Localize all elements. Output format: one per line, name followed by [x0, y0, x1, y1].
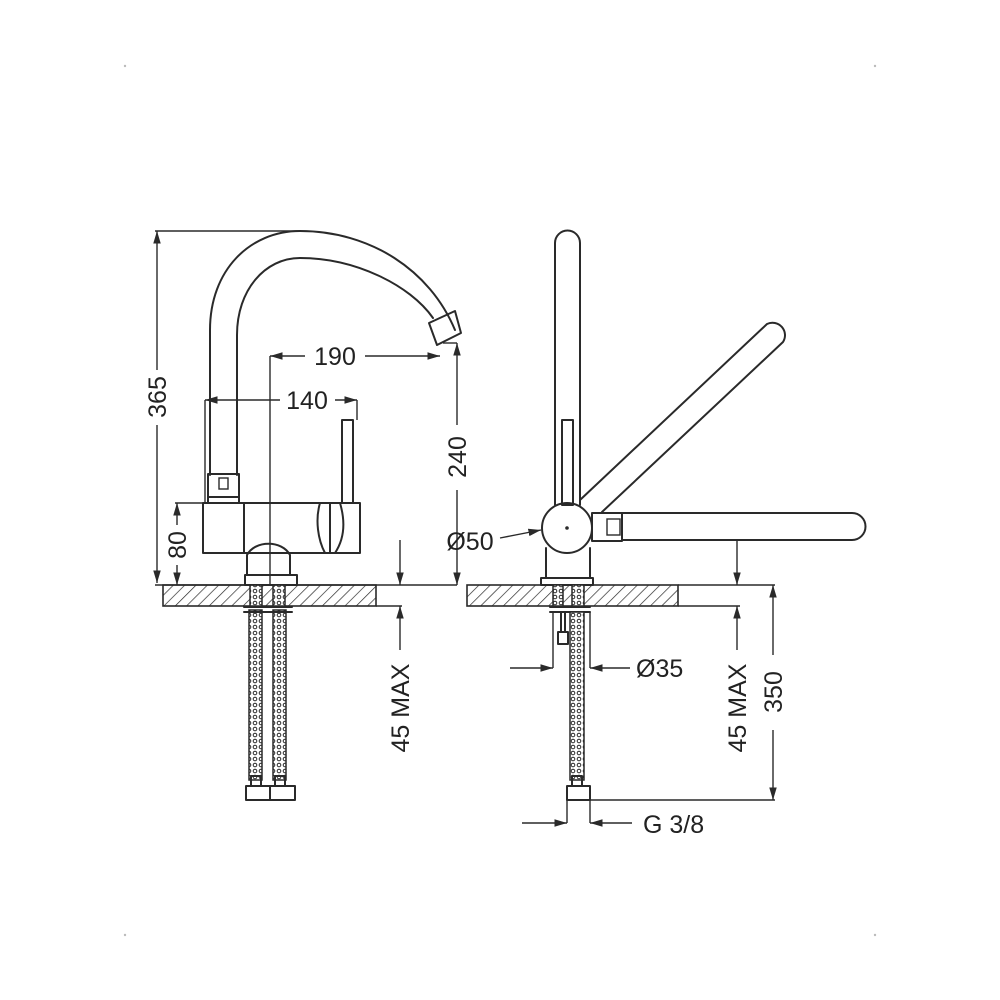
spout-position-vertical — [554, 229, 581, 506]
dim-hose-350: 350 — [760, 671, 788, 713]
spout-nut — [207, 473, 240, 498]
supply-hose — [569, 611, 585, 781]
dim-max-thickness: 45 MAX — [724, 663, 752, 752]
supply-hose — [248, 609, 263, 781]
hose-fitting — [566, 785, 591, 801]
hose-fitting — [269, 785, 296, 801]
lever-handle — [561, 419, 574, 506]
dim-height-365: 365 — [144, 376, 172, 418]
spout-outline — [209, 230, 456, 476]
mixer-body-circle — [541, 502, 593, 554]
dim-diameter-50: Ø50 — [446, 528, 493, 556]
front-view: Ø50 45 MAX 350 Ø35 G 3/8 — [446, 229, 867, 839]
dim-width-140: 140 — [286, 387, 328, 415]
dim-connection-g38: G 3/8 — [643, 811, 704, 839]
dim-clearance-240: 240 — [444, 436, 472, 478]
spout-position-horizontal — [621, 512, 867, 541]
mixer-body — [202, 502, 361, 554]
spout-tip — [428, 310, 462, 346]
corner-marks — [123, 64, 877, 937]
dim-reach-190: 190 — [314, 343, 356, 371]
dim-max-thickness: 45 MAX — [387, 663, 415, 752]
lever-handle — [341, 419, 354, 504]
spout-position-diagonal — [579, 321, 786, 513]
supply-hose — [272, 609, 287, 781]
dim-hole-diameter-35: Ø35 — [636, 655, 683, 683]
countertop-section — [162, 584, 377, 607]
dim-body-80: 80 — [164, 531, 192, 559]
base-neck — [246, 542, 291, 576]
hose-fitting — [245, 785, 271, 801]
left-side-view: 365 190 140 240 80 45 MAX — [144, 230, 472, 801]
spout-inner-outline — [236, 257, 434, 476]
